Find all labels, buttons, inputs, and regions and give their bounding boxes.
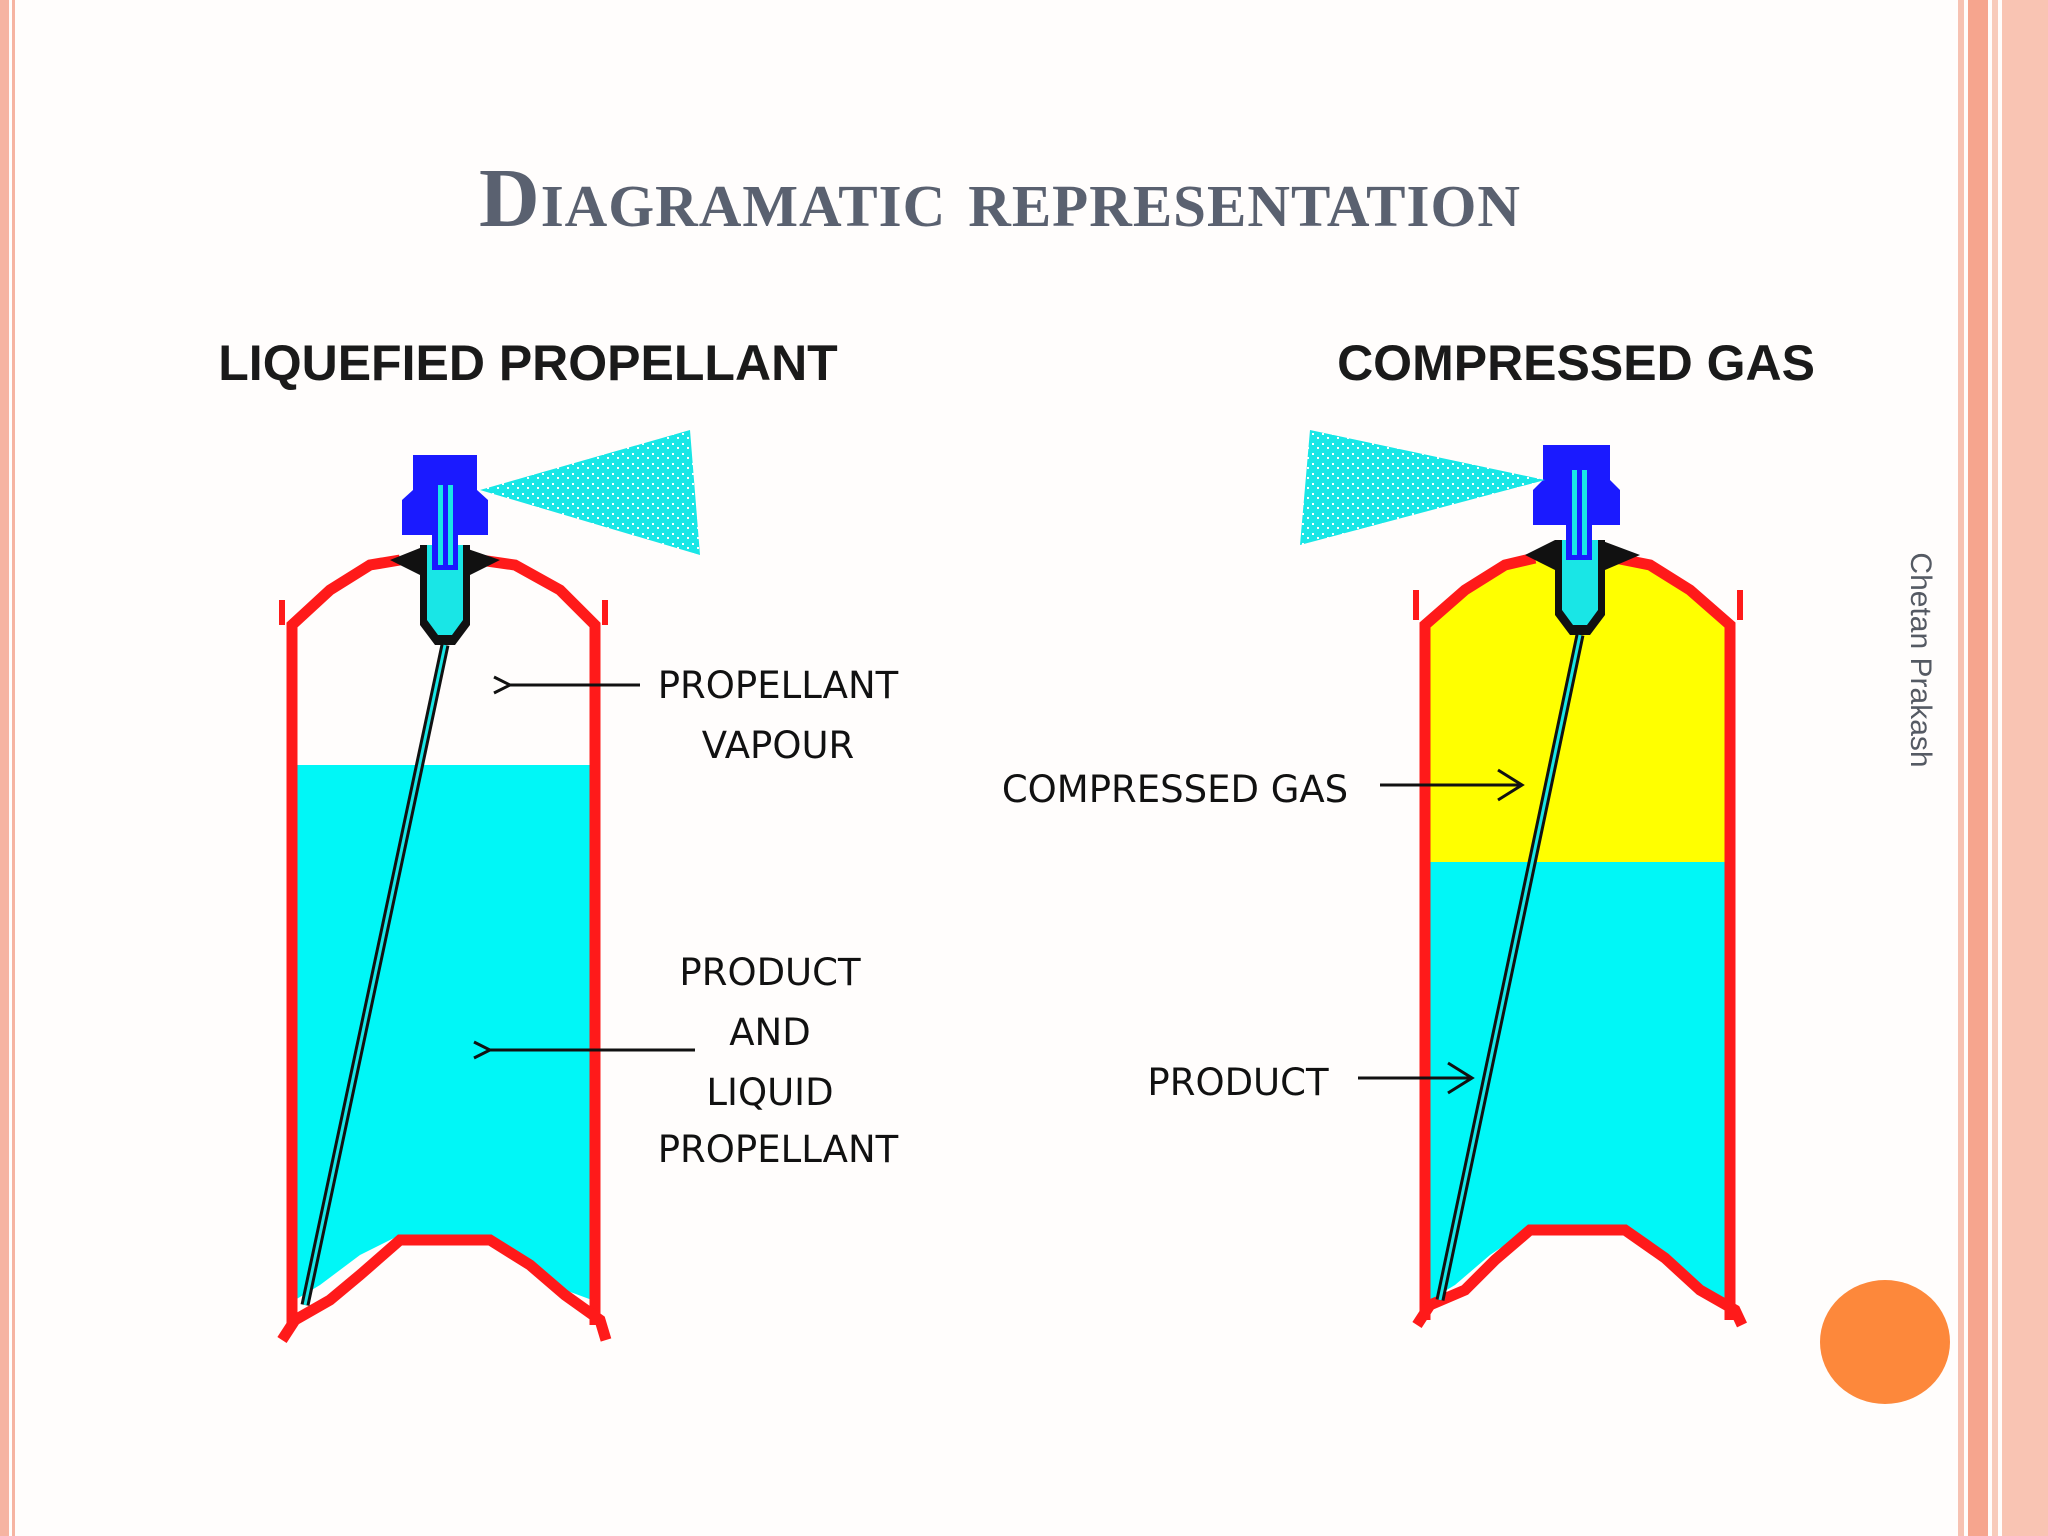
liquefied-propellant-heading: LIQUEFIED PROPELLANT [218, 335, 837, 391]
can-bottom-right [1412, 1224, 1747, 1328]
author-credit: Chetan Prakash [1904, 552, 1937, 768]
left-border-decoration [0, 0, 9, 1536]
compressed-gas-can: COMPRESSED GAS COMPRESSED G [1002, 335, 1815, 1328]
label-and: AND [729, 1011, 810, 1054]
right-border-decoration [1992, 0, 1998, 1536]
can-outline-right [1419, 552, 1736, 1320]
right-border-decoration [1968, 0, 1988, 1536]
liquefied-propellant-can: LIQUEFIED PROPELLANT PROPEL [218, 335, 899, 1343]
liquid-product-fill [292, 765, 592, 1300]
label-product-right: PRODUCT [1147, 1061, 1329, 1104]
label-compressed-gas: COMPRESSED GAS [1002, 768, 1348, 811]
can-top-rim [279, 600, 608, 625]
aerosol-diagram: LIQUEFIED PROPELLANT PROPEL [218, 335, 1815, 1343]
label-propellant-2: PROPELLANT [658, 1128, 899, 1171]
can-top-rim-right [1413, 590, 1743, 620]
right-border-decoration [2002, 0, 2048, 1536]
label-vapour: VAPOUR [702, 724, 854, 767]
can-outline [286, 554, 601, 1325]
label-product: PRODUCT [679, 951, 861, 994]
decorative-orange-circle [1820, 1280, 1950, 1404]
spray-plume [480, 430, 700, 555]
right-border-decoration [1958, 0, 1964, 1536]
spray-plume-right [1300, 430, 1545, 545]
product-fill [1430, 862, 1725, 1300]
left-border-decoration-inner [12, 0, 15, 1536]
compressed-gas-heading: COMPRESSED GAS [1337, 335, 1815, 391]
label-liquid: LIQUID [706, 1071, 833, 1114]
can-bottom [277, 1234, 612, 1343]
label-propellant: PROPELLANT [658, 664, 899, 707]
slide-title: Diagramatic representation [479, 152, 1521, 245]
